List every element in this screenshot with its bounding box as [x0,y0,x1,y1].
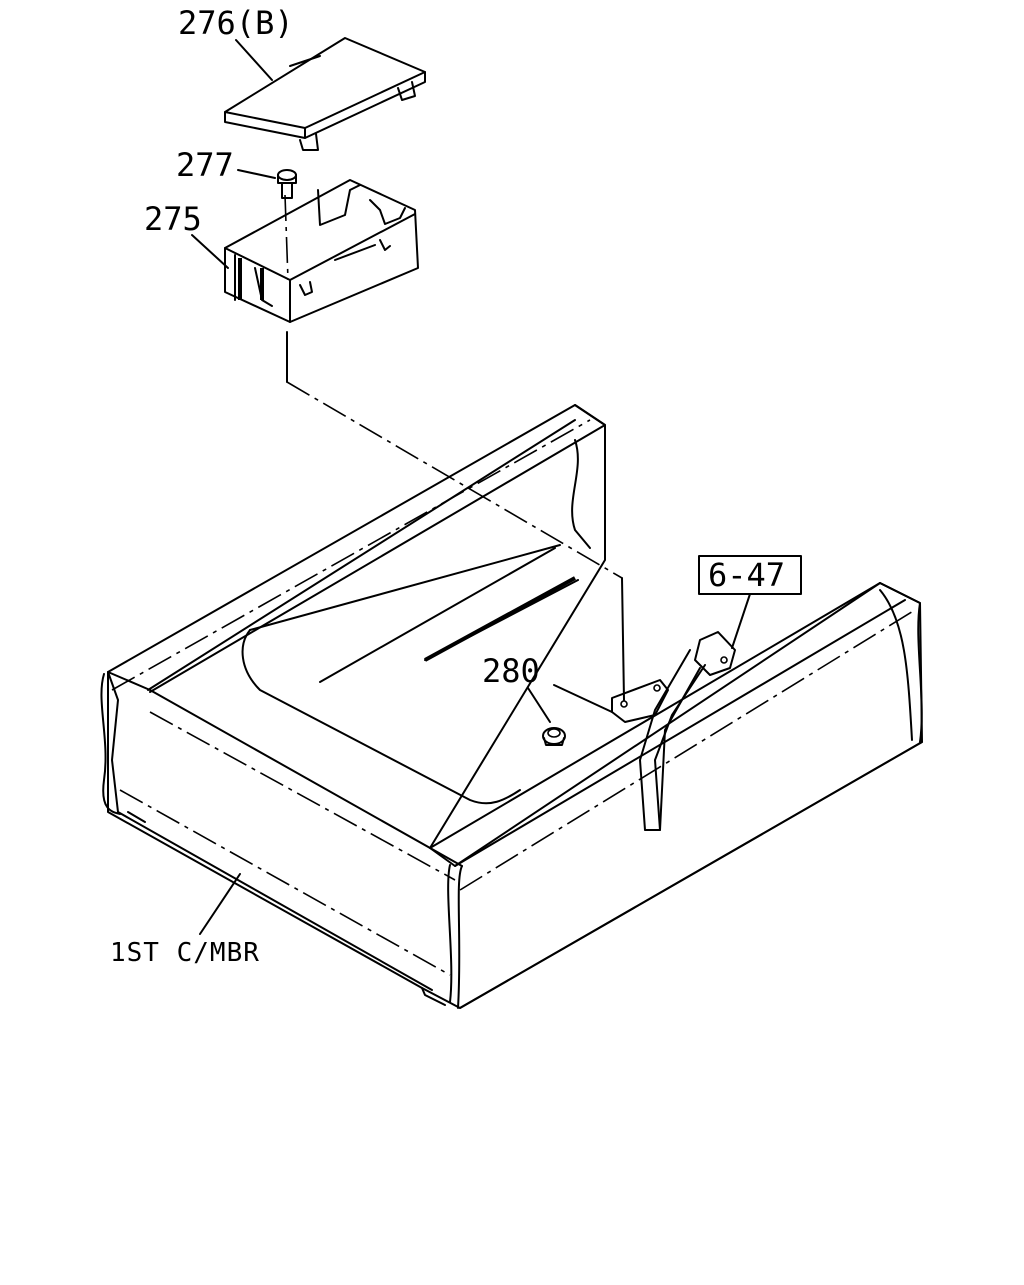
leader-member [199,873,241,935]
leader-cover [235,39,273,81]
callout-bolt: 277 [176,146,234,184]
box [224,179,419,323]
leader-lines [191,39,751,935]
mount-line-down [621,577,625,701]
leader-nut [527,687,551,723]
callout-ref-box: 6-47 [708,556,785,594]
leader-nut-bracket [553,684,613,713]
mount-line-diagonal [286,381,623,579]
ref-box-frame [698,555,802,595]
bolt [277,169,297,199]
callout-cover: 276(B) [178,4,294,42]
callout-box: 275 [144,200,202,238]
nut [542,727,566,746]
leader-ref [731,593,751,649]
leader-bolt [237,169,276,179]
callout-nut: 280 [482,652,540,690]
leader-box [191,234,229,269]
callout-member: 1ST C/MBR [110,938,260,968]
cover [224,37,426,151]
cross-member [100,404,923,1009]
